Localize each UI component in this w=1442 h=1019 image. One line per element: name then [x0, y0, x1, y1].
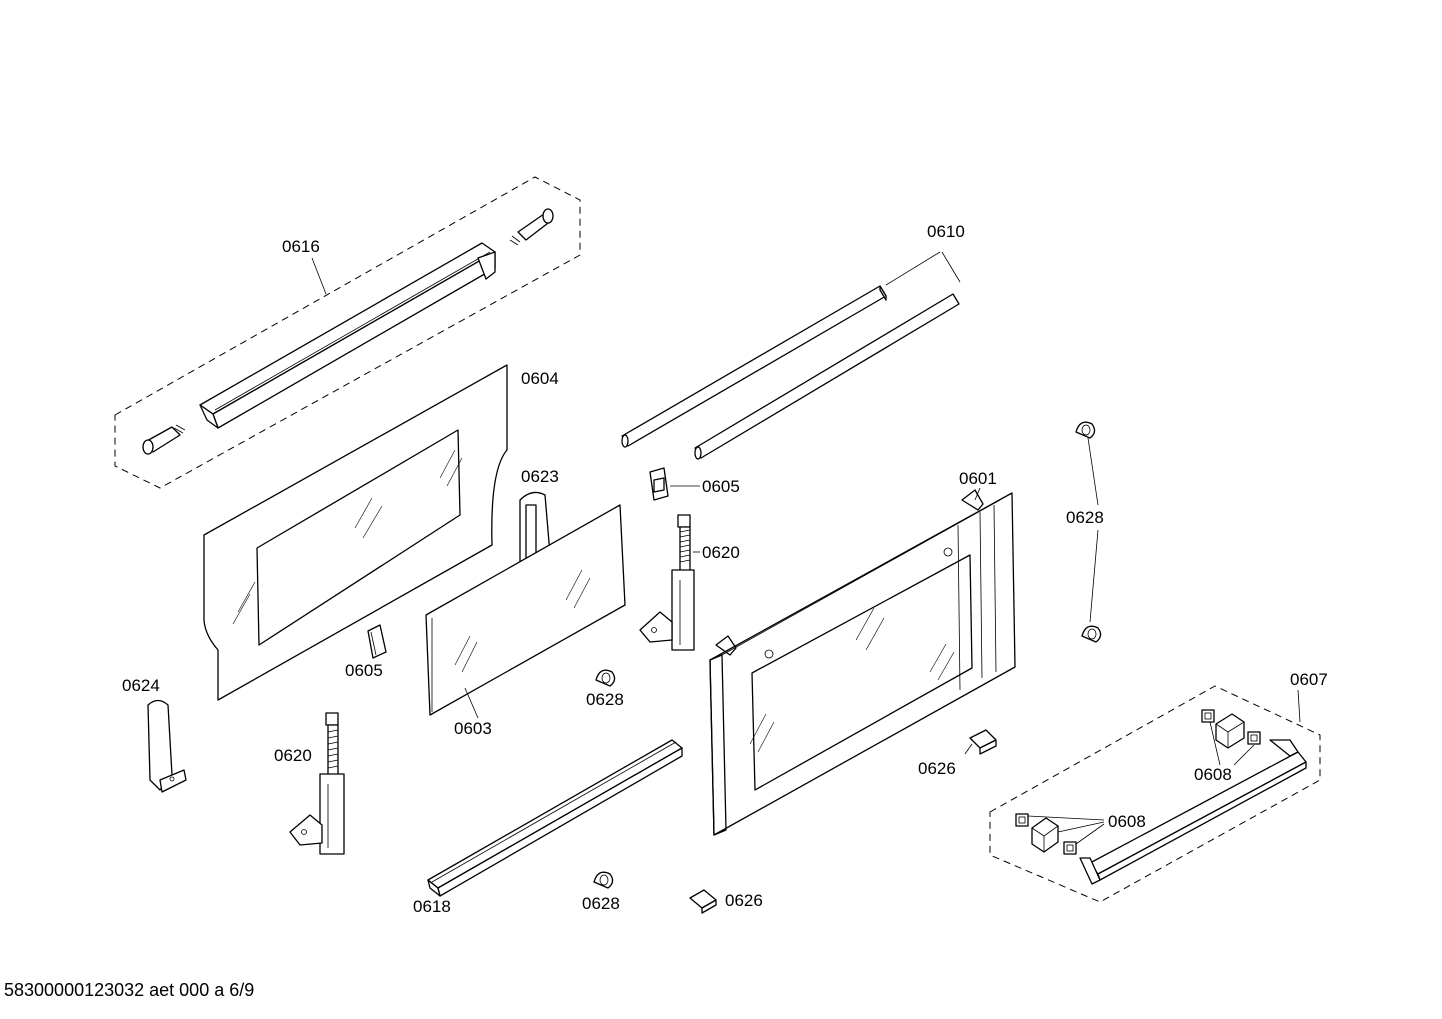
- part-0616-assembly: [114, 176, 581, 489]
- label-0608-lower: 0608: [1108, 812, 1146, 831]
- part-0628-bumper-4: [593, 871, 614, 889]
- label-0624: 0624: [122, 676, 160, 695]
- part-0607-handle-assembly: [989, 685, 1321, 903]
- part-0605-clip-left: [367, 624, 387, 659]
- part-0601-outer-door: [709, 487, 1016, 836]
- label-0618: 0618: [413, 897, 451, 916]
- label-0628-middle: 0628: [586, 690, 624, 709]
- part-0605-clip-right: [649, 467, 700, 501]
- label-0604: 0604: [521, 369, 559, 388]
- label-0616: 0616: [282, 237, 320, 256]
- part-0628-bumper-2: [1081, 625, 1102, 643]
- part-0626-clip-2: [689, 889, 717, 914]
- part-0604-inner-panel: [203, 364, 508, 701]
- part-0603-middle-glass: [425, 504, 626, 719]
- label-0626-lower: 0626: [725, 891, 763, 910]
- part-0618-bottom-trim: [427, 739, 683, 897]
- part-0620-hinge-upper: [639, 514, 700, 651]
- pin-left: [142, 424, 186, 455]
- part-0628-bumper-3: [595, 669, 616, 687]
- label-0607: 0607: [1290, 670, 1328, 689]
- part-0628-bumper-1: [1075, 421, 1096, 439]
- label-0620-upper: 0620: [702, 543, 740, 562]
- document-footer-id: 58300000123032 aet 000 a 6/9: [4, 980, 255, 1000]
- label-0605-right: 0605: [702, 477, 740, 496]
- label-0623: 0623: [521, 467, 559, 486]
- label-0605-left: 0605: [345, 661, 383, 680]
- label-0610: 0610: [927, 222, 965, 241]
- label-0628-right: 0628: [1066, 508, 1104, 527]
- label-0626-upper: 0626: [918, 759, 956, 778]
- part-0620-hinge-lower: [289, 712, 345, 855]
- label-0608-upper: 0608: [1194, 765, 1232, 784]
- part-0624-bracket: [147, 699, 187, 793]
- label-0601: 0601: [959, 469, 997, 488]
- label-0628-bottom: 0628: [582, 894, 620, 913]
- part-0610-strips: [621, 251, 961, 460]
- pin-right: [509, 208, 554, 246]
- label-0620-lower: 0620: [274, 746, 312, 765]
- part-0626-clip-1: [964, 729, 997, 755]
- label-0603: 0603: [454, 719, 492, 738]
